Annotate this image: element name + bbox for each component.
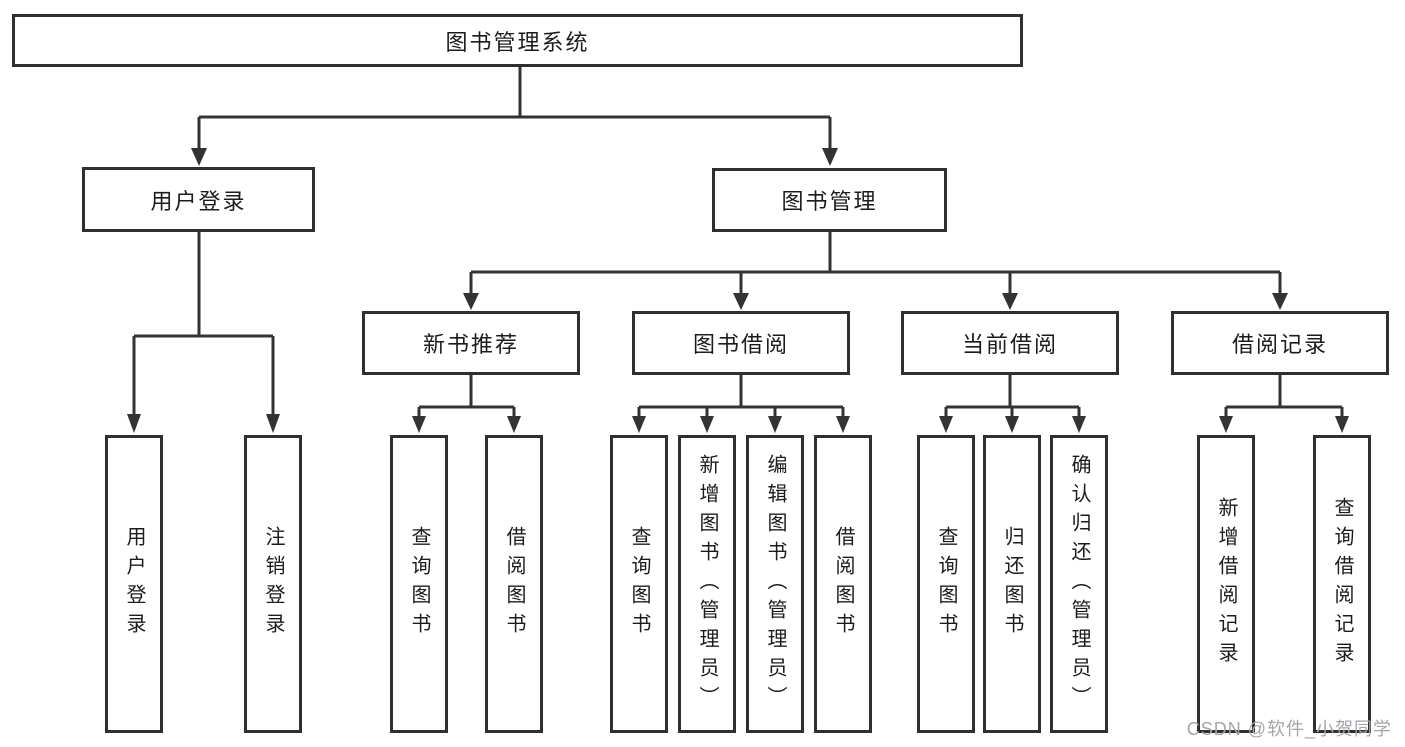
node-book-management: 图书管理	[712, 168, 947, 232]
leaf-label: 查询图书	[935, 526, 957, 642]
node-label: 图书管理系统	[445, 29, 590, 55]
leaf-confirm-return-admin: 确认归还（管理员）	[1050, 435, 1108, 733]
leaf-user-login: 用户登录	[105, 435, 163, 733]
leaf-label: 确认归还（管理员）	[1068, 453, 1090, 715]
leaf-label: 借阅图书	[832, 526, 854, 642]
leaf-label: 编辑图书（管理员）	[764, 453, 786, 715]
leaf-label: 新增图书（管理员）	[696, 453, 718, 715]
node-label: 当前借阅	[961, 332, 1058, 357]
leaf-logout: 注销登录	[244, 435, 302, 733]
leaf-label: 借阅图书	[503, 526, 525, 642]
node-user-login: 用户登录	[82, 167, 315, 232]
leaf-label: 注销登录	[262, 526, 284, 642]
leaf-borrow-books-recommend: 借阅图书	[485, 435, 543, 733]
node-borrow-records: 借阅记录	[1171, 311, 1389, 375]
leaf-borrow-books: 借阅图书	[814, 435, 872, 733]
node-current-borrow: 当前借阅	[901, 311, 1119, 375]
leaf-label: 归还图书	[1001, 526, 1023, 642]
node-label: 图书借阅	[692, 332, 789, 357]
leaf-query-books-borrow: 查询图书	[610, 435, 668, 733]
node-label: 新书推荐	[422, 332, 519, 357]
node-label: 借阅记录	[1231, 332, 1328, 357]
leaf-edit-book-admin: 编辑图书（管理员）	[746, 435, 804, 733]
leaf-label: 新增借阅记录	[1215, 497, 1237, 671]
leaf-label: 查询图书	[408, 526, 430, 642]
leaf-query-books-recommend: 查询图书	[390, 435, 448, 733]
leaf-return-book: 归还图书	[983, 435, 1041, 733]
node-library-system: 图书管理系统	[12, 14, 1023, 67]
node-label: 用户登录	[150, 188, 247, 214]
leaf-label: 查询借阅记录	[1331, 497, 1353, 671]
node-label: 图书管理	[781, 189, 878, 214]
node-book-borrow: 图书借阅	[632, 311, 850, 375]
leaf-label: 查询图书	[628, 526, 650, 642]
leaf-label: 用户登录	[123, 526, 145, 642]
leaf-query-books-current: 查询图书	[917, 435, 975, 733]
leaf-add-book-admin: 新增图书（管理员）	[678, 435, 736, 733]
leaf-add-borrow-record: 新增借阅记录	[1197, 435, 1255, 733]
csdn-watermark: CSDN @软件_小贺同学	[1186, 719, 1392, 739]
arrowheads	[127, 148, 1349, 433]
leaf-query-borrow-record: 查询借阅记录	[1313, 435, 1371, 733]
node-new-book-recommend: 新书推荐	[362, 311, 580, 375]
